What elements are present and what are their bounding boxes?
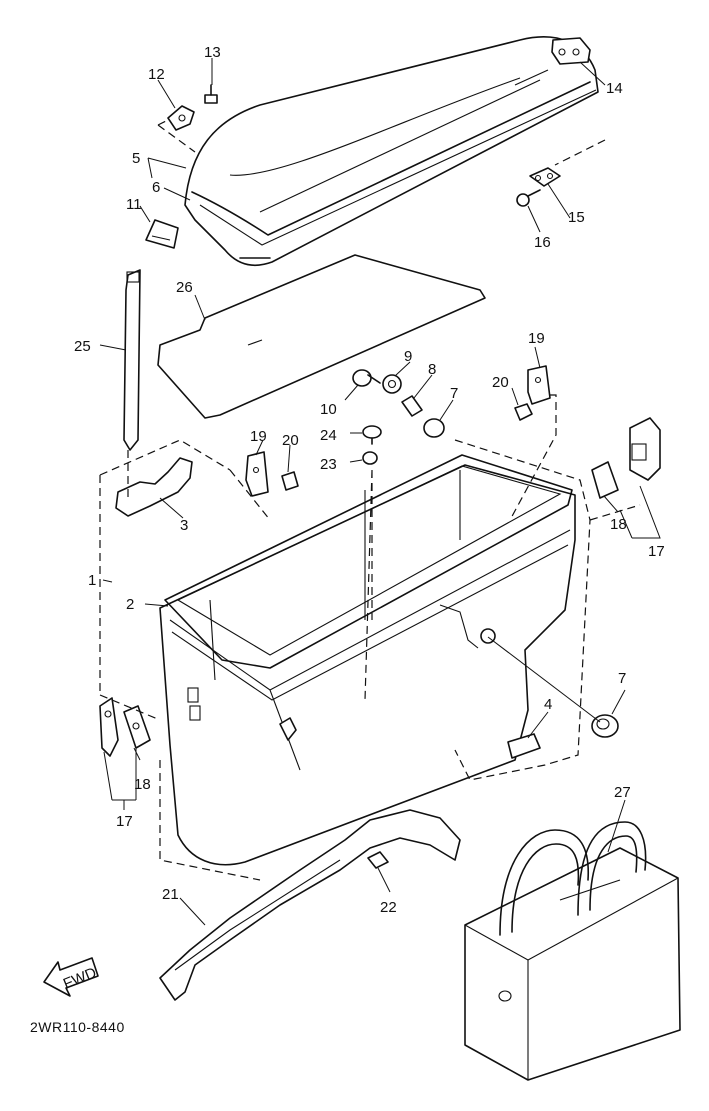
bolt-part-10 [352,369,381,387]
saddlebag-lid [184,36,599,266]
callout-24: 24 [320,427,337,444]
callout-21: 21 [162,886,179,903]
screw-part-24 [362,425,382,445]
callout-22: 22 [380,899,397,916]
saddlebag-case [159,454,576,866]
callout-9: 9 [404,348,412,365]
callout-25: 25 [74,338,91,355]
bracket-part-19-left [245,451,269,497]
stay-part-21 [159,809,461,1001]
nut-part-20-right [514,403,533,421]
callout-16: 16 [534,234,551,251]
lock-assembly-part-17-right [629,417,661,481]
assembly-outline-3 [229,469,271,521]
bracket-part-19-right [527,365,551,405]
callout-2: 2 [126,596,134,613]
leader-15 [554,139,606,166]
leader-lines [99,58,661,926]
callout-23: 23 [320,456,337,473]
gasket-part-18-left [123,705,151,749]
gasket-part-18-right [591,461,619,499]
leader-12 [157,119,196,153]
hinge-plate-part-15 [529,167,561,187]
screw-part-16 [516,189,541,207]
forward-arrow-icon: FWD [43,957,99,997]
callout-18-right: 18 [610,516,627,533]
callout-19-left: 19 [250,428,267,445]
collar-part-8 [401,395,423,417]
callout-18-left: 18 [134,776,151,793]
diagram-code: 2WR110-8440 [30,1019,125,1035]
latch-part-11 [145,219,179,249]
assembly-outline-right [454,439,591,781]
inner-liner-part-26 [157,254,486,419]
callout-7-lower: 7 [618,670,626,687]
grommet-part-7-upper [423,418,445,438]
washer-part-9 [382,374,402,394]
callout-10: 10 [320,401,337,418]
callout-8: 8 [428,361,436,378]
lock-plate-part-12 [167,105,195,131]
leader-19-right [509,394,557,521]
callout-5: 5 [132,150,140,167]
lid-hinge-part-14 [551,37,591,65]
callout-4: 4 [544,696,552,713]
callout-3: 3 [180,517,188,534]
nut-part-23 [362,451,378,465]
strap-part-25 [123,269,141,451]
callout-13: 13 [204,44,221,61]
pad-part-4 [507,733,541,759]
assembly-outline-bottom [159,760,261,881]
nut-part-20-left [281,471,299,491]
callout-20-left: 20 [282,432,299,449]
callout-17-right: 17 [648,543,665,560]
assembly-outline-left [99,439,231,721]
screw-part-13 [204,84,218,104]
callout-1: 1 [88,572,96,589]
inner-bag-part-27 [464,821,681,1081]
assembly-outline-17 [589,504,641,521]
callout-11: 11 [126,196,142,213]
callout-12: 12 [148,66,165,83]
callout-7-upper: 7 [450,385,458,402]
callout-20-right: 20 [492,374,509,391]
callout-14: 14 [606,80,623,97]
callout-6: 6 [152,179,160,196]
leader-23 [364,469,373,701]
callout-26: 26 [176,279,193,296]
lock-assembly-part-17-left [99,697,119,757]
clip-part-22 [367,851,389,869]
plate-part-3 [115,457,193,517]
callout-numbers: 13 12 5 6 11 14 15 16 26 25 19 9 8 20 7 … [30,44,665,1035]
callout-15: 15 [568,209,585,226]
callout-17-left: 17 [116,813,133,830]
callout-19-right: 19 [528,330,545,347]
callout-27: 27 [614,784,631,801]
